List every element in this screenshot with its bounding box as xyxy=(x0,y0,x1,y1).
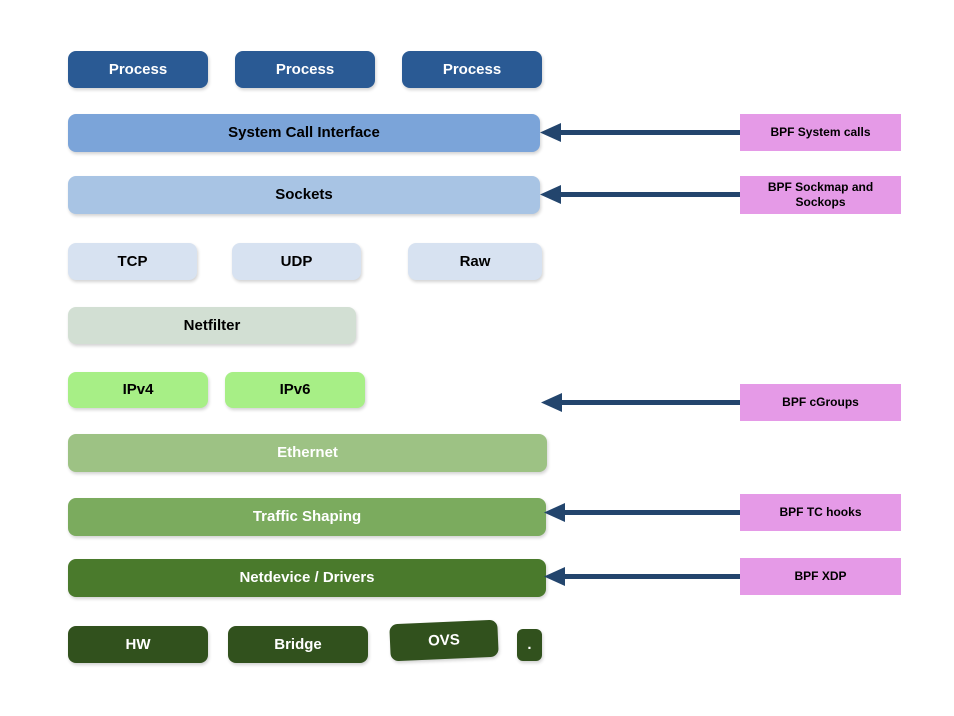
bpf-xdp-arrow xyxy=(544,567,740,586)
arrow-shaft xyxy=(563,510,740,515)
ipv4-box: IPv4 xyxy=(68,372,208,408)
left-arrowhead-icon xyxy=(540,185,561,204)
hw-box: HW xyxy=(68,626,208,663)
process-box: Process xyxy=(235,51,375,88)
netdevice-drivers-box: Netdevice / Drivers xyxy=(68,559,546,597)
netfilter-box: Netfilter xyxy=(68,307,356,344)
ovs-box: OVS xyxy=(389,619,499,662)
raw-box: Raw xyxy=(408,243,542,280)
bpf-sockmap-arrow xyxy=(540,185,740,204)
left-arrowhead-icon xyxy=(544,503,565,522)
ipv6-box: IPv6 xyxy=(225,372,365,408)
arrow-shaft xyxy=(559,192,740,197)
traffic-shaping-box: Traffic Shaping xyxy=(68,498,546,536)
udp-box: UDP xyxy=(232,243,361,280)
bpf-cgroups-label: BPF cGroups xyxy=(740,384,901,421)
arrow-shaft xyxy=(563,574,740,579)
ethernet-box: Ethernet xyxy=(68,434,547,472)
bpf-system-calls-label: BPF System calls xyxy=(740,114,901,151)
left-arrowhead-icon xyxy=(544,567,565,586)
bpf-cgroups-arrow xyxy=(541,393,740,412)
arrow-shaft xyxy=(559,130,740,135)
bpf-tc-hooks-arrow xyxy=(544,503,740,522)
bpf-system-calls-arrow xyxy=(540,123,740,142)
process-box: Process xyxy=(68,51,208,88)
sockets-box: Sockets xyxy=(68,176,540,214)
bridge-box: Bridge xyxy=(228,626,368,663)
bpf-sockmap-sockops-label: BPF Sockmap and Sockops xyxy=(740,176,901,214)
left-arrowhead-icon xyxy=(540,123,561,142)
bpf-xdp-label: BPF XDP xyxy=(740,558,901,595)
tcp-box: TCP xyxy=(68,243,197,280)
system-call-interface-box: System Call Interface xyxy=(68,114,540,152)
left-arrowhead-icon xyxy=(541,393,562,412)
bpf-tc-hooks-label: BPF TC hooks xyxy=(740,494,901,531)
arrow-shaft xyxy=(560,400,740,405)
dot-box: . xyxy=(517,629,542,661)
process-box: Process xyxy=(402,51,542,88)
